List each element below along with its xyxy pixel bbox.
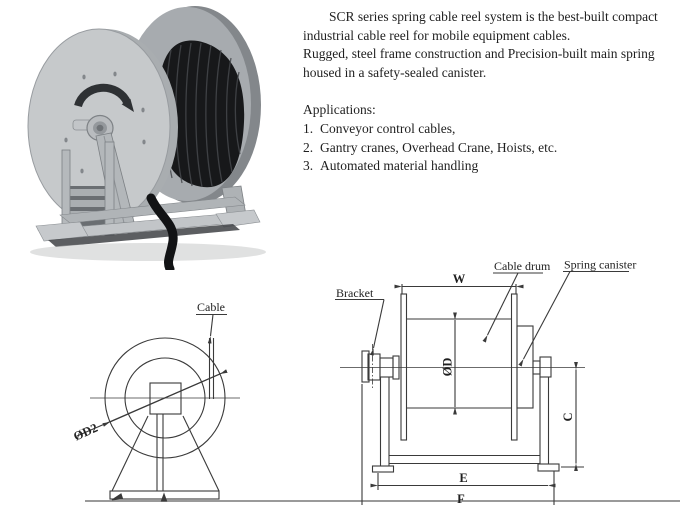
product-description: SCR series spring cable reel system is t… xyxy=(303,8,677,176)
hanging-cable xyxy=(146,193,178,274)
leader-spring-canister xyxy=(518,270,629,367)
dimension-e xyxy=(370,471,556,505)
mounting-stand xyxy=(371,377,560,473)
rotation-arrow-icon xyxy=(74,83,134,112)
spring-canister-label: Spring canister xyxy=(564,258,636,272)
applications-list: Conveyor control cables, Gantry cranes, … xyxy=(303,120,677,176)
dimension-w xyxy=(394,284,524,294)
leader-bracket xyxy=(335,298,385,356)
application-item: Conveyor control cables, xyxy=(320,120,456,136)
cable-reel-render xyxy=(27,6,266,274)
cut-arrow xyxy=(111,493,124,501)
dimension-d2 xyxy=(76,369,228,437)
drum-flanges xyxy=(400,293,518,441)
axle-block xyxy=(149,382,182,415)
front-view-drawing: Cable ØD2 xyxy=(71,300,240,502)
description-line: industrial cable reel for mobile equipme… xyxy=(303,27,571,43)
dim-f-label: F xyxy=(457,492,465,505)
applications-heading: Applications: xyxy=(303,102,376,118)
bracket-assembly xyxy=(361,344,400,390)
dim-e-label: E xyxy=(459,471,467,485)
flange-bolts xyxy=(64,71,146,175)
description-line: Rugged, steel frame construction and Pre… xyxy=(303,46,655,62)
stand xyxy=(109,414,220,500)
cable-coil xyxy=(157,40,245,188)
canister-assembly xyxy=(516,325,552,409)
cable-label: Cable xyxy=(197,300,225,314)
dim-d-label: ØD xyxy=(441,358,455,377)
base-frame xyxy=(30,196,266,261)
dim-c-label: C xyxy=(561,412,575,421)
dim-w-label: W xyxy=(453,272,466,286)
description-line: SCR series spring cable reel system is t… xyxy=(329,9,658,24)
dim-d2-label: ØD2 xyxy=(71,421,100,444)
application-item: Gantry cranes, Overhead Crane, Hoists, e… xyxy=(320,139,558,155)
image-border-line xyxy=(85,500,680,502)
cable-drum-label: Cable drum xyxy=(494,259,551,273)
cut-arrow xyxy=(160,492,168,502)
leader-cable xyxy=(196,313,227,344)
application-item: Automated material handling xyxy=(320,158,479,174)
leader-cable-drum xyxy=(482,272,543,343)
dimension-c xyxy=(561,362,584,471)
bracket-label: Bracket xyxy=(336,286,374,300)
product-photo xyxy=(8,2,298,274)
side-view-drawing: Bracket Cable drum Spring canister W ØD … xyxy=(335,258,636,505)
description-line: housed in a safety-sealed canister. xyxy=(303,64,487,80)
cable-line xyxy=(208,338,215,399)
